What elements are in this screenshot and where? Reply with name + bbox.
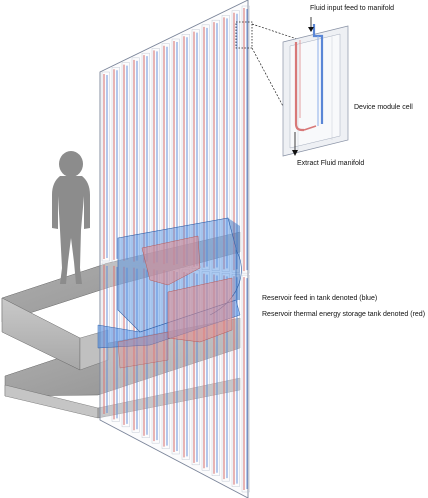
module-frame [141,266,150,438]
label-extract-fluid: Extract Fluid manifold [297,160,365,167]
label-reservoir-storage: Reservoir thermal energy storage tank de… [262,311,426,318]
label-fluid-input: Fluid input feed to manifold [310,5,395,12]
module-frame [241,274,250,493]
module-frame [101,71,110,262]
module-frame [111,67,120,263]
module-frame [201,24,210,270]
device-module-cell-detail [282,17,349,157]
module-frame [241,5,250,274]
module-frame [131,265,140,433]
module-frame [211,272,220,476]
module-frame [131,57,140,264]
module-frame [191,270,200,466]
label-device-module-cell: Device module cell [354,104,413,111]
module-frame [121,62,130,263]
module-frame [201,271,210,471]
label-reservoir-feed: Reservoir feed in tank denoted (blue) [262,295,378,302]
module-frame [221,15,230,272]
module-frame [141,52,150,265]
module-frame [221,273,230,482]
person-silhouette-icon [52,151,90,284]
reservoir-storage-tank-red [117,235,233,369]
module-frame [211,19,220,271]
